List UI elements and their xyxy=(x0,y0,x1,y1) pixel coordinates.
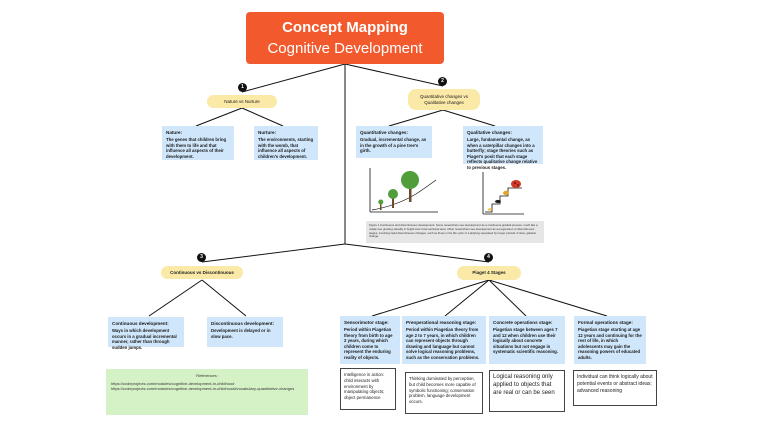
card-text: Gradual, incremental change, as in the g… xyxy=(360,136,427,154)
card-text: The environments, starting with the womb… xyxy=(258,136,314,159)
card-nature: Nature: The genes that children bring wi… xyxy=(162,126,234,160)
card-preoperational: Preoperational reasoning stage: Period w… xyxy=(402,316,486,364)
card-concrete-operations: Concrete operations stage: Piagetian sta… xyxy=(489,316,565,364)
branch-piaget: Piaget 4 Stages xyxy=(457,266,521,280)
step-number-3: 3 xyxy=(197,253,206,262)
branch-continuous: Continuous vs Discontinuous xyxy=(161,266,243,279)
card-quantitative: Quantitative changes: Gradual, increment… xyxy=(356,126,432,158)
card-qualitative: Qualitative changes: Large, fundamental … xyxy=(463,126,543,170)
card-heading: Preoperational reasoning stage: xyxy=(406,320,477,325)
references-heading: References: xyxy=(196,373,218,378)
reference-link[interactable]: https://ccdeprojects.com/modules/cogniti… xyxy=(111,386,295,392)
card-text: Period within Piagetian theory from age … xyxy=(406,326,480,360)
card-heading: Nature: xyxy=(166,130,183,135)
card-text: Development is delayed or in slow pace. xyxy=(211,327,271,339)
card-text: Large, fundamental change, as when a cat… xyxy=(467,136,538,170)
card-heading: Qualitative changes: xyxy=(467,130,512,135)
note-formal-operations: Individual can think logically about pot… xyxy=(573,370,657,406)
note-sensorimotor: Intelligence in action: child interacts … xyxy=(340,368,396,410)
page-title: Concept Mapping xyxy=(282,19,408,36)
card-text: Period within Piagetian theory from birt… xyxy=(344,326,393,360)
card-continuous: Continuous development: Ways in which de… xyxy=(108,317,184,350)
card-text: Ways in which development occurs in a gr… xyxy=(112,327,177,350)
card-text: Piagetian stage between ages 7 and 12 wh… xyxy=(493,326,558,355)
card-heading: Concrete operations stage: xyxy=(493,320,553,325)
branch-quant-qual: Quantitative changes vs Qualitative chan… xyxy=(408,89,480,110)
card-nurture: Nurture: The environments, starting with… xyxy=(254,126,318,160)
step-number-4: 4 xyxy=(484,253,493,262)
card-heading: Quantitative changes: xyxy=(360,130,408,135)
tree-growth-illustration xyxy=(369,168,438,213)
note-concrete-operations: Logical reasoning only applied to object… xyxy=(489,370,565,412)
card-heading: Discontinuous development: xyxy=(211,321,275,326)
reference-link[interactable]: https://ccdeprojects.com/modules/cogniti… xyxy=(111,380,235,386)
card-heading: Sensorimotor stage: xyxy=(344,320,389,325)
card-heading: Continuous development: xyxy=(112,321,169,326)
step-number-1: 1 xyxy=(238,83,247,92)
card-formal-operations: Formal operations stage: Piagetian stage… xyxy=(574,316,646,364)
card-text: The genes that children bring with them … xyxy=(166,136,227,159)
step-number-2: 2 xyxy=(438,77,447,86)
card-sensorimotor: Sensorimotor stage: Period within Piaget… xyxy=(340,316,400,364)
references-box: References: https://ccdeprojects.com/mod… xyxy=(106,369,308,415)
title-box: Concept Mapping Cognitive Development xyxy=(246,12,444,64)
ladybug-stages-illustration xyxy=(482,172,524,215)
card-heading: Formal operations stage: xyxy=(578,320,633,325)
figure-caption: Figure 1 Continuous and discontinuous de… xyxy=(366,221,544,243)
card-text: Piagetian stage starting at age 12 years… xyxy=(578,326,642,360)
card-heading: Nurture: xyxy=(258,130,277,135)
card-discontinuous: Discontinuous development: Development i… xyxy=(207,317,283,347)
page-subtitle: Cognitive Development xyxy=(267,40,423,57)
note-preoperational: Thinking dominated by perception, but ch… xyxy=(405,372,483,414)
branch-nature-nurture: Nature vs Nurture xyxy=(207,95,277,108)
